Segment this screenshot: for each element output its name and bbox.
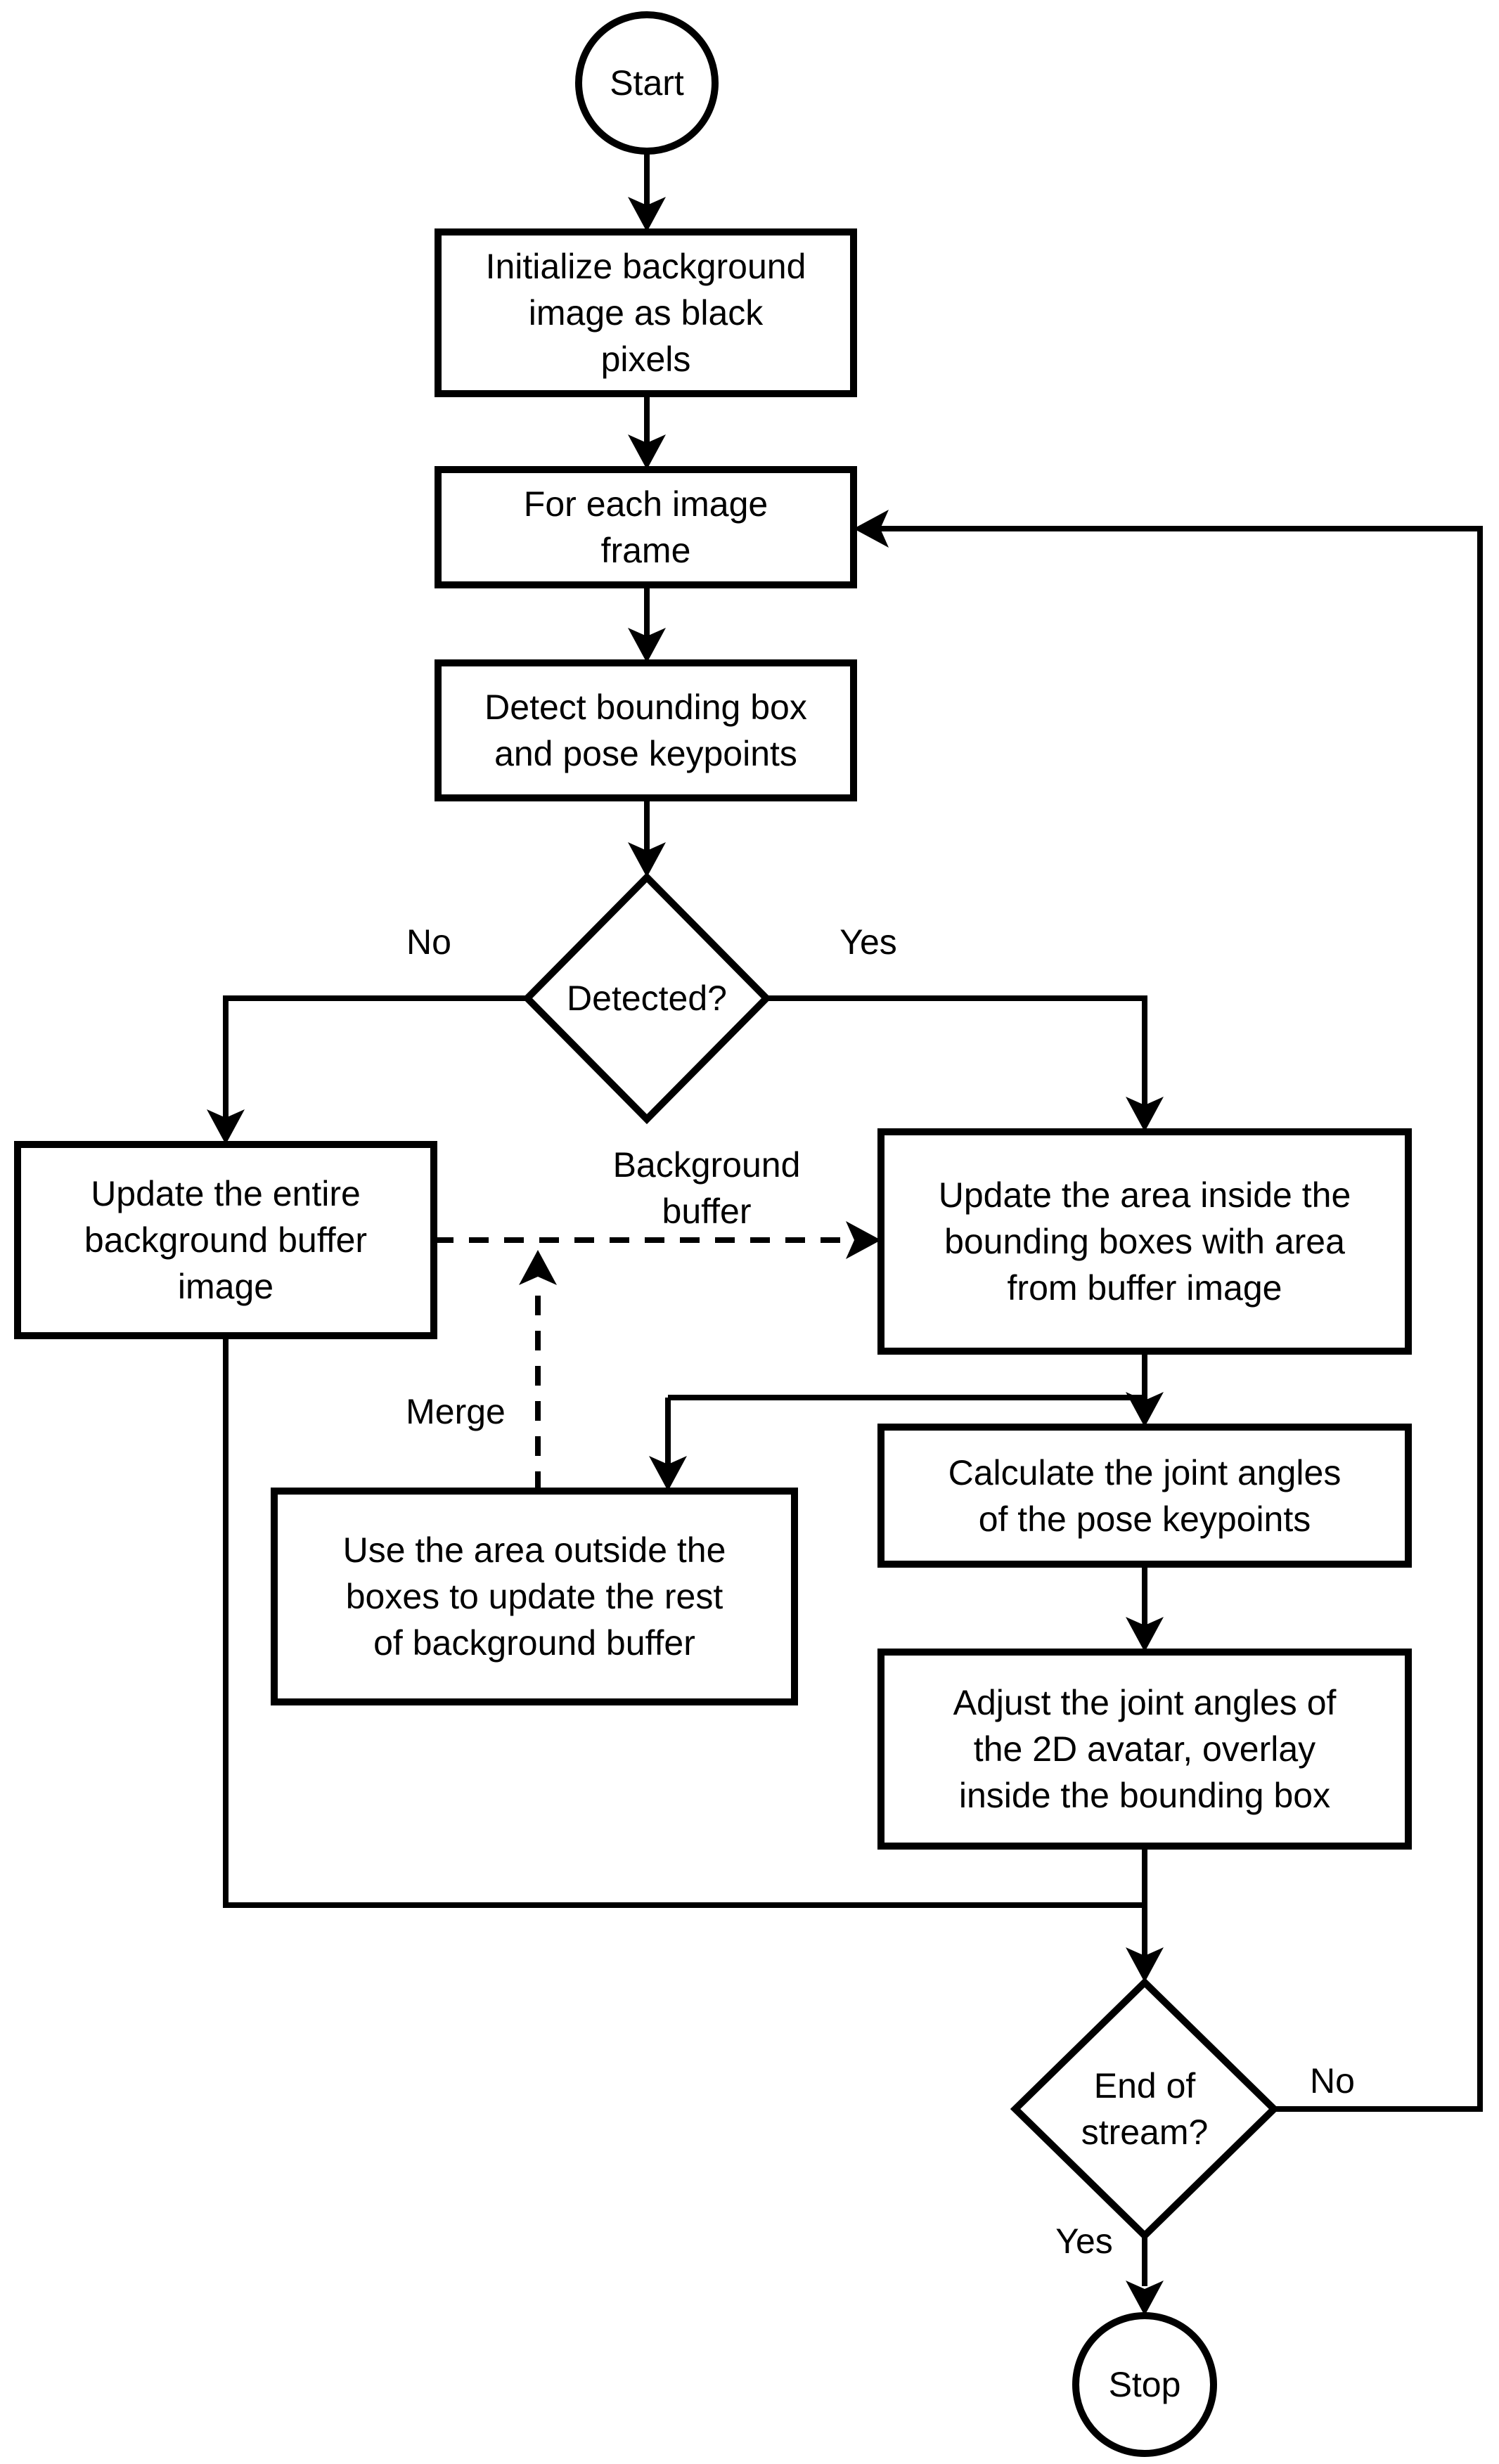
detect-bbox-label: Detect bounding box and pose keypoints bbox=[484, 688, 807, 773]
use-area-label: Use the area outside the boxes to update… bbox=[342, 1530, 726, 1663]
start-label: Start bbox=[610, 63, 684, 103]
arrowhead-down-icon bbox=[1126, 1097, 1164, 1132]
arrowhead-down-icon bbox=[649, 1456, 687, 1491]
calculate-angles-label: Calculate the joint angles of the pose k… bbox=[948, 1452, 1342, 1539]
arrowhead-down-icon bbox=[1126, 2281, 1164, 2316]
label-end-yes: Yes bbox=[1055, 2221, 1113, 2261]
update-area-label: Update the area inside the bounding boxe… bbox=[938, 1175, 1351, 1308]
arrowhead-down-icon bbox=[628, 628, 666, 663]
edge-end-yes-to-stop bbox=[1126, 2236, 1164, 2316]
edge-start-to-init bbox=[628, 151, 666, 232]
use-area-box bbox=[271, 1488, 798, 1705]
edge-background-buffer-dashed bbox=[434, 1221, 881, 1259]
arrowhead-left-icon bbox=[854, 510, 889, 548]
label-end-no: No bbox=[1310, 2061, 1355, 2101]
edge-detect-to-detected bbox=[628, 798, 666, 877]
detect-bbox-box bbox=[435, 659, 857, 801]
adjust-angles-box bbox=[877, 1649, 1412, 1850]
start-terminator bbox=[575, 11, 719, 155]
edge-calculate-to-adjust bbox=[1126, 1564, 1164, 1652]
calculate-angles-box bbox=[877, 1424, 1412, 1568]
label-background-buffer: Background buffer bbox=[612, 1145, 801, 1231]
update-area-box bbox=[877, 1128, 1412, 1355]
end-of-stream-diamond bbox=[1010, 1978, 1280, 2240]
connector-line bbox=[880, 526, 1483, 2112]
connector-line bbox=[223, 995, 527, 1118]
edge-foreach-to-detect bbox=[628, 585, 666, 663]
label-merge: Merge bbox=[406, 1392, 506, 1431]
arrowhead-down-icon bbox=[207, 1109, 245, 1144]
update-entire-label: Update the entire background buffer imag… bbox=[84, 1174, 368, 1306]
stop-terminator bbox=[1072, 2312, 1217, 2457]
for-each-frame-label: For each image frame bbox=[523, 484, 768, 570]
init-background-box bbox=[435, 228, 857, 397]
init-background-label: Initialize background image as black pix… bbox=[485, 247, 806, 379]
detected-diamond bbox=[522, 872, 772, 1125]
arrowhead-down-icon bbox=[1126, 1947, 1164, 1982]
arrowhead-down-icon bbox=[628, 197, 666, 232]
edge-end-no-loopback bbox=[854, 510, 1483, 2112]
arrowhead-right-icon bbox=[846, 1221, 881, 1259]
update-entire-box bbox=[14, 1141, 437, 1339]
edge-init-to-foreach bbox=[628, 394, 666, 470]
arrowhead-down-icon bbox=[1126, 1392, 1164, 1427]
arrowhead-down-icon bbox=[1126, 1617, 1164, 1652]
label-detected-no: No bbox=[406, 922, 451, 962]
detected-label: Detected? bbox=[567, 979, 727, 1018]
for-each-frame-box bbox=[435, 466, 857, 588]
connector-line bbox=[223, 1336, 1145, 1908]
edge-merge-dashed bbox=[519, 1250, 557, 1491]
label-detected-yes: Yes bbox=[839, 922, 897, 962]
arrowhead-down-icon bbox=[628, 842, 666, 877]
edge-detected-yes-to-update-area bbox=[766, 995, 1164, 1132]
arrowhead-up-icon bbox=[519, 1250, 557, 1285]
connector-line bbox=[766, 995, 1147, 1105]
stop-label: Stop bbox=[1108, 2365, 1181, 2404]
edge-branch-to-use-area bbox=[649, 1395, 1145, 1491]
edge-join-to-end-of-stream bbox=[223, 1336, 1164, 1982]
edge-update-area-to-calculate bbox=[1126, 1351, 1164, 1427]
end-of-stream-label: End of stream? bbox=[1081, 2066, 1209, 2152]
adjust-angles-label: Adjust the joint angles of the 2D avatar… bbox=[953, 1683, 1337, 1815]
arrowhead-down-icon bbox=[628, 434, 666, 470]
edge-detected-no-to-update-entire bbox=[207, 995, 527, 1144]
